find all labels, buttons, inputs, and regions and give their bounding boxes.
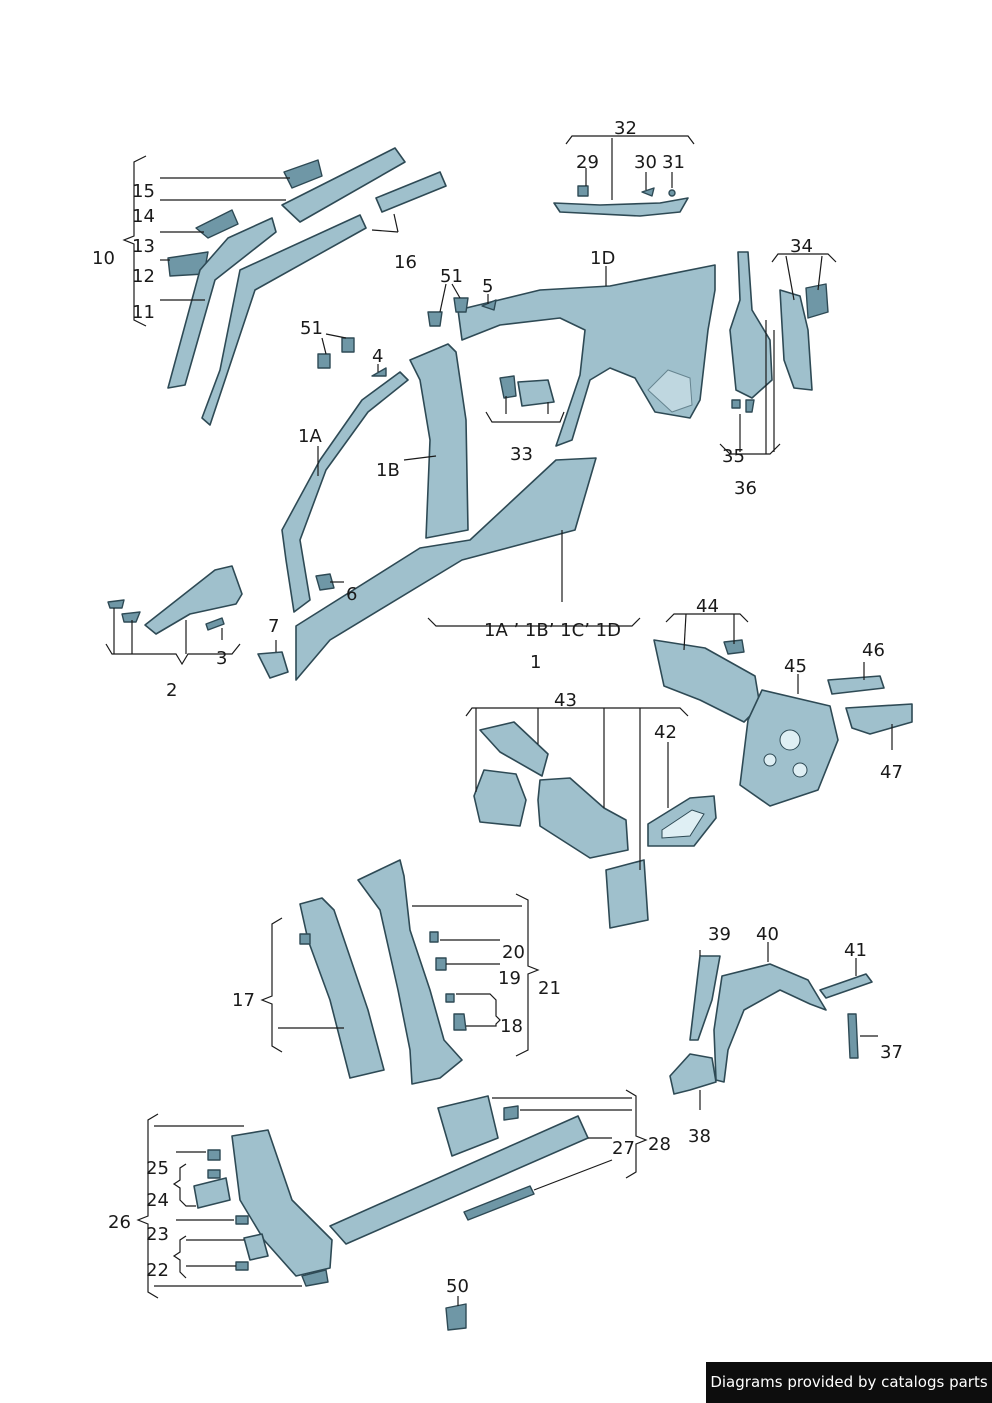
part-10-roof-frame <box>167 147 447 426</box>
part-21-pillar <box>357 859 467 1085</box>
label-7: 7 <box>268 616 279 637</box>
label-23: 23 <box>146 1224 169 1245</box>
label-19: 19 <box>498 968 521 989</box>
label-42: 42 <box>654 722 677 743</box>
part-43-inner-reinforcements <box>473 721 717 929</box>
label-39: 39 <box>708 924 731 945</box>
label-38: 38 <box>688 1126 711 1147</box>
label-45: 45 <box>784 656 807 677</box>
label-20: 20 <box>502 942 525 963</box>
part-27-sill <box>329 1095 589 1245</box>
label-15: 15 <box>132 181 155 202</box>
leader-lines <box>105 135 893 1306</box>
label-21: 21 <box>538 978 561 999</box>
label-51-top: 51 <box>440 266 463 287</box>
label-18: 18 <box>500 1016 523 1037</box>
label-22: 22 <box>146 1260 169 1281</box>
label-3: 3 <box>216 648 227 669</box>
label-16: 16 <box>394 252 417 273</box>
label-28: 28 <box>648 1134 671 1155</box>
label-47: 47 <box>880 762 903 783</box>
label-29: 29 <box>576 152 599 173</box>
label-24: 24 <box>146 1190 169 1211</box>
part-40-wheel-arch <box>669 955 873 1095</box>
part-1-side-panel <box>281 264 716 681</box>
label-26: 26 <box>108 1212 131 1233</box>
part-34-rear-brackets <box>729 251 829 413</box>
part-17-pillar <box>299 897 385 1079</box>
label-40: 40 <box>756 924 779 945</box>
label-25: 25 <box>146 1158 169 1179</box>
label-1B: 1B <box>376 460 400 481</box>
fastener-group-51 <box>317 297 497 377</box>
label-46: 46 <box>862 640 885 661</box>
label-14: 14 <box>132 206 155 227</box>
label-10: 10 <box>92 248 115 269</box>
part-50-clip <box>445 1303 467 1331</box>
label-11: 11 <box>132 302 155 323</box>
part-33-brackets <box>499 375 555 407</box>
label-31: 31 <box>662 152 685 173</box>
part-labels: 32 29 30 31 15 14 13 10 12 11 16 51 5 1D… <box>92 118 903 1297</box>
label-34: 34 <box>790 236 813 257</box>
label-27: 27 <box>612 1138 635 1159</box>
label-4: 4 <box>372 346 383 367</box>
label-30: 30 <box>634 152 657 173</box>
label-43: 43 <box>554 690 577 711</box>
label-17: 17 <box>232 990 255 1011</box>
label-41: 41 <box>844 940 867 961</box>
label-50: 50 <box>446 1276 469 1297</box>
label-33: 33 <box>510 444 533 465</box>
label-36: 36 <box>734 478 757 499</box>
label-37: 37 <box>880 1042 903 1063</box>
label-1: 1 <box>530 652 541 673</box>
part-45-rear-inner-panel <box>653 639 913 807</box>
part-26-front-pillar-lower <box>193 1129 333 1287</box>
label-12: 12 <box>132 266 155 287</box>
credit-banner: Diagrams provided by catalogs parts <box>706 1362 992 1403</box>
label-6: 6 <box>346 584 357 605</box>
label-1D: 1D <box>590 248 615 269</box>
label-32: 32 <box>614 118 637 139</box>
label-1A-1B-1C-1D: 1A ’ 1B’ 1C’ 1D <box>484 620 621 641</box>
label-13: 13 <box>132 236 155 257</box>
label-1A: 1A <box>298 426 322 447</box>
part-2-wheelhouse-brace <box>107 565 289 679</box>
label-44: 44 <box>696 596 719 617</box>
label-51-left: 51 <box>300 318 323 339</box>
part-32-sill-strip <box>553 185 689 217</box>
label-35: 35 <box>722 446 745 467</box>
label-2: 2 <box>166 680 177 701</box>
label-5: 5 <box>482 276 493 297</box>
